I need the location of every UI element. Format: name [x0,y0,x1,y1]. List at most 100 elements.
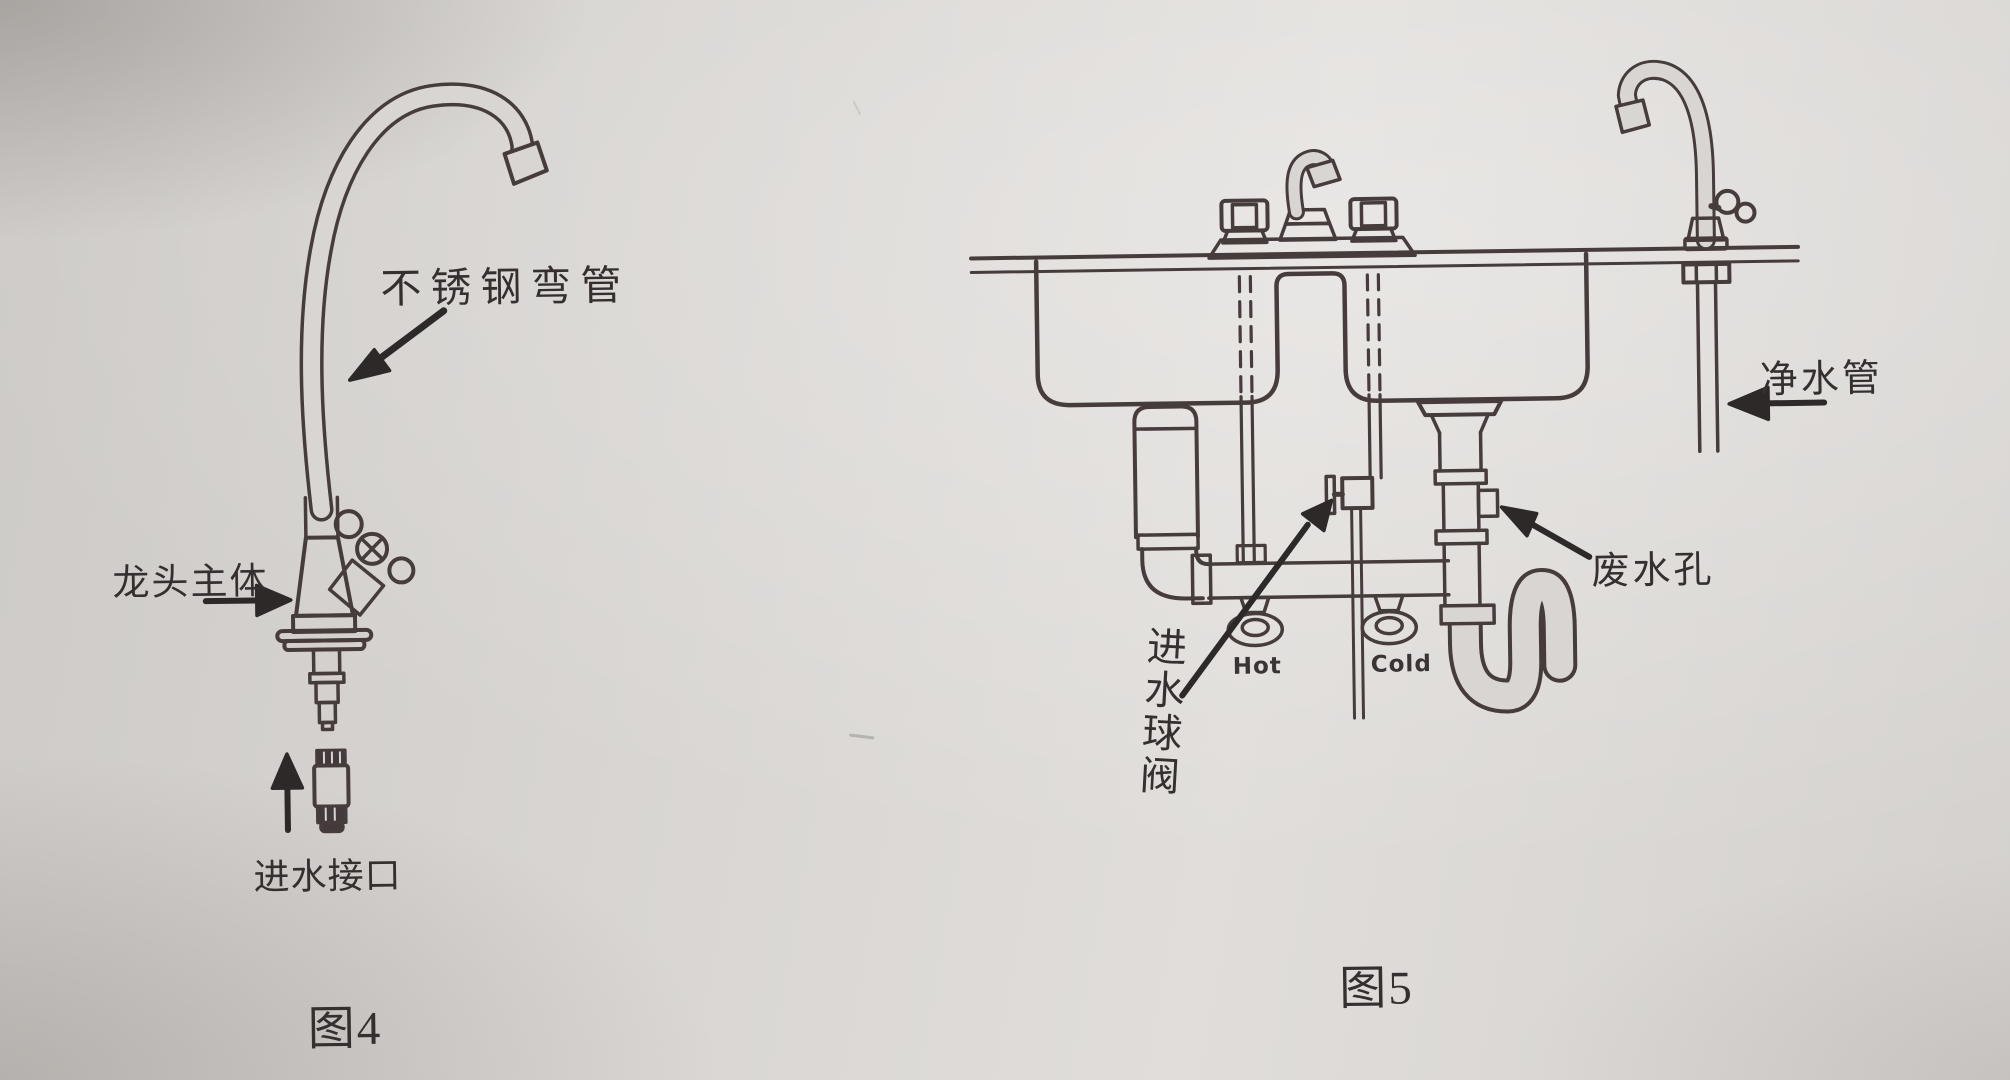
cold-supply-solid [1367,393,1372,480]
spout-nozzle [502,140,549,186]
arrow-to-waste-hole-shaft [1527,520,1593,560]
arrow-to-bent-pipe-head [347,348,392,382]
faucet-deck-plate [1207,235,1417,260]
stem-notch [320,720,335,732]
hot-supply-solid [1250,394,1256,565]
cold-supply-dashed [1365,273,1371,397]
stem-mid [314,680,340,705]
arrow-to-inlet-shaft [284,782,291,834]
spout-base-lower [1278,221,1338,242]
cold-escutcheon-inner [1374,615,1404,636]
arrow-to-clean-pipe-head [1727,385,1771,422]
arrow-to-faucet-body-shaft [202,597,262,605]
arrow-to-clean-pipe-shaft [1763,399,1828,407]
drain-coupling-1 [1433,468,1489,486]
countertop-top-line [969,244,1800,261]
mounting-nut [1681,261,1732,285]
handle-base [327,558,386,617]
label-faucet-main-body: 龙头主体 [112,561,269,605]
drain-pipe [1437,431,1442,473]
figure4-caption: 图4 [307,1002,383,1056]
label-hot: Hot [1232,653,1283,680]
neck-left [303,496,308,540]
hot-escutcheon-inner [1240,617,1270,638]
drain-coupling-2 [1434,528,1489,546]
tailpiece-coupling [1136,532,1200,551]
drain-pipe [1478,430,1483,473]
connector-bottom-thread [315,804,348,825]
right-drain-flange [1416,399,1504,418]
figure5-sink-drawing [969,60,1800,720]
cold-handle-inner [1359,200,1388,228]
body-cone [293,535,355,618]
arrow-to-bent-pipe-shaft [374,307,448,364]
filter-faucet-handle-knob [1714,188,1741,215]
valve-outlet-pipe [1350,506,1357,720]
clean-water-pipe [1713,280,1720,453]
label-cold: Cold [1370,651,1432,678]
cold-handle-skirt [1350,226,1398,243]
drain-pipe [1477,541,1482,608]
hot-handle-skirt [1221,228,1269,245]
arrow-to-faucet-body-head [254,583,293,618]
drain-elbow-outer [1140,547,1205,601]
figure5-caption: 图5 [1338,962,1415,1016]
arrow-to-ball-valve-shaft [1179,521,1311,699]
hot-handle-inner [1230,202,1259,230]
handle-knob-left [333,509,364,540]
faucet-supply-tubes [1235,273,1383,565]
arrow-to-inlet-head [270,752,305,791]
cold-supply-dashed [1376,273,1382,397]
handle-hub [355,531,390,566]
handle-cross-2 [360,536,384,561]
waste-water-port [1476,488,1500,519]
stem-tip [317,700,338,725]
drain-elbow-inner [1194,546,1211,567]
inlet-ball-valve [1340,475,1375,511]
paper-speck [852,101,862,115]
stem-upper [311,647,342,676]
s-trap-inner [1451,572,1574,710]
label-water-inlet: 进水接口 [253,855,402,898]
gooseneck-pipe-inner [303,86,531,519]
cold-supply-solid [1378,393,1383,480]
paper-speck [849,733,875,740]
handle-knob-right [387,556,416,585]
arrow-to-ball-valve-head [1300,498,1334,533]
label-clean-water-pipe: 净水管 [1759,357,1884,402]
hot-supply-solid [1239,395,1245,565]
filter-faucet-gooseneck-inner [1619,63,1713,248]
filter-faucet-handle-link [1708,203,1722,212]
sink-bowls-outline [1033,251,1590,408]
label-inlet-ball-valve: 进水球阀 [1132,624,1188,799]
supply-fitting [1235,543,1267,565]
drain-pipe [1441,482,1446,533]
figure4-faucet-drawing [275,82,549,834]
hot-supply-dashed [1248,274,1254,399]
hot-supply-dashed [1237,275,1243,399]
filter-faucet-handle-knob [1734,201,1757,224]
figure5-arrows [1179,385,1828,699]
drain-taper-right [1478,412,1491,435]
horizontal-pipe-top [1206,559,1451,566]
connector-body [312,763,351,809]
clean-water-pipe [1695,280,1702,454]
figure4-arrows [202,307,448,834]
connector-cap [319,820,345,834]
elbow-ring [1190,553,1213,606]
valve-outlet-pipe [1359,506,1366,720]
mixer-spout-nozzle [1305,158,1342,189]
cold-stub-neck [1373,593,1405,613]
filter-faucet-nozzle [1614,98,1652,135]
countertop-bottom-line [969,259,1800,274]
label-waste-water-hole: 废水孔 [1591,549,1715,593]
filter-faucet-base-ring [1683,236,1729,252]
arrow-to-waste-hole-head [1499,505,1539,538]
left-drain-tailpiece [1132,404,1200,540]
drain-taper-left [1429,413,1442,435]
label-stainless-bent-pipe: 不锈钢弯管 [380,262,631,312]
trap-nut [1439,603,1496,626]
